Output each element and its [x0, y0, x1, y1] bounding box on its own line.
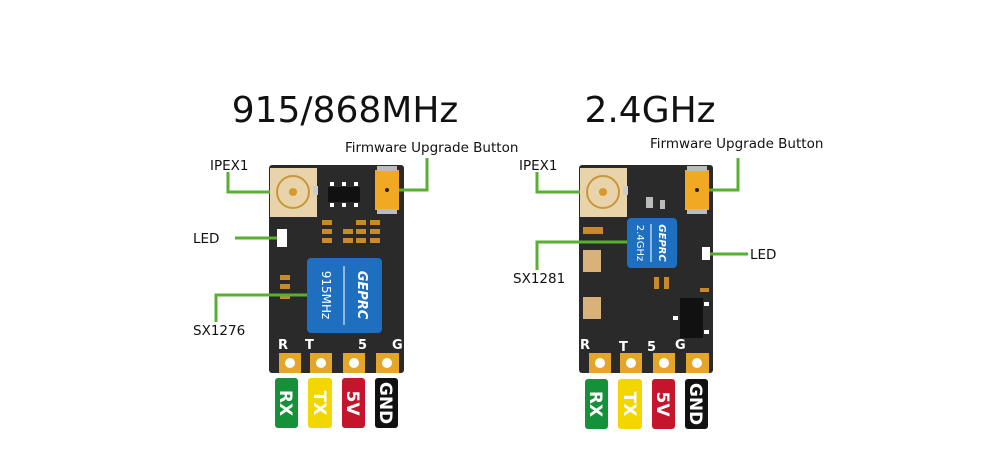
tag-rx: RX: [585, 391, 605, 417]
module-2-4ghz: 2.4GHz 2.4GHz GEPRC: [513, 90, 823, 429]
pin-label-g: G: [675, 338, 686, 353]
pin-label-5: 5: [358, 338, 367, 353]
tag-tx: TX: [309, 391, 329, 416]
label-ipex1: IPEX1: [210, 158, 249, 174]
ipex-connector: [580, 168, 628, 217]
label-firmware-button: Firmware Upgrade Button: [650, 136, 823, 152]
tag-5v: 5V: [342, 391, 362, 417]
tag-5v: 5V: [652, 392, 672, 418]
pin-tags: RX TX 5V GND: [585, 379, 708, 429]
label-sx1281: SX1281: [513, 271, 565, 287]
led: [702, 247, 710, 260]
sx1276-chip: 915MHz GEPRC: [307, 258, 382, 333]
pin-label-5: 5: [647, 340, 656, 355]
sx1281-chip: 2.4GHz GEPRC: [627, 218, 677, 268]
label-sx1276: SX1276: [193, 323, 245, 339]
pin-pads: [589, 353, 709, 373]
chip-text: 2.4GHz: [634, 225, 645, 261]
firmware-button: [375, 166, 399, 214]
pin-pads: [279, 353, 399, 373]
title-2-4ghz: 2.4GHz: [584, 90, 715, 131]
pin-label-r: R: [580, 338, 590, 353]
tag-gnd: GND: [685, 383, 705, 425]
geprc-logo: GEPRC: [656, 224, 667, 262]
firmware-button: [685, 166, 709, 214]
chip-text: 915MHz: [319, 271, 333, 320]
label-ipex1: IPEX1: [519, 158, 558, 174]
pin-tags: RX TX 5V GND: [275, 378, 398, 428]
label-led: LED: [193, 231, 219, 247]
geprc-logo: GEPRC: [354, 271, 369, 320]
pin-label-g: G: [392, 338, 403, 353]
module-915mhz: 915/868MHz 915MHz GEPRC R: [193, 90, 518, 428]
ic-regulator: [680, 298, 703, 338]
ic-regulator: [328, 187, 360, 202]
title-915: 915/868MHz: [232, 90, 459, 131]
tag-tx: TX: [619, 392, 639, 417]
tag-gnd: GND: [375, 382, 395, 424]
pin-label-t: T: [619, 340, 628, 355]
label-led: LED: [750, 247, 776, 263]
label-firmware-button: Firmware Upgrade Button: [345, 140, 518, 156]
led: [277, 229, 287, 247]
tag-rx: RX: [275, 390, 295, 416]
pin-label-t: T: [305, 338, 314, 353]
ipex-connector: [270, 168, 318, 217]
pin-label-r: R: [278, 338, 288, 353]
